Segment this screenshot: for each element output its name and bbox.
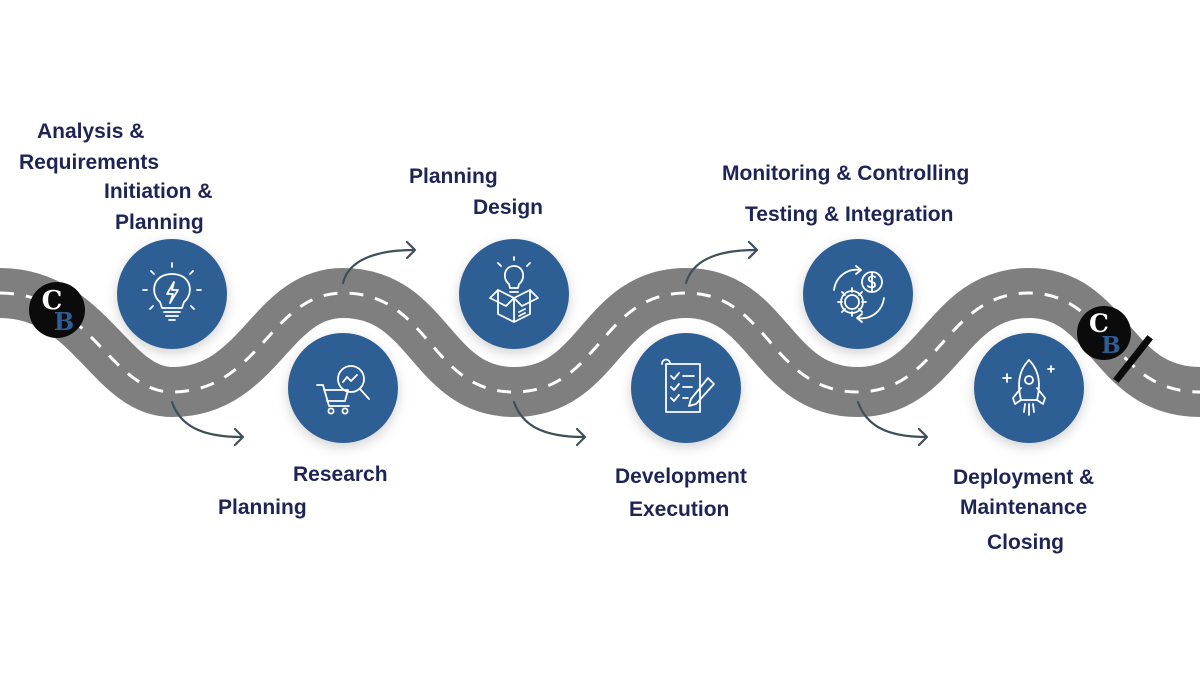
arrow-head-1	[233, 427, 245, 447]
stage-1-label-line-1: Analysis &	[37, 120, 145, 143]
lightbulb-bolt-icon	[142, 262, 202, 321]
stage-6-label-line-3: Closing	[987, 531, 1064, 554]
arrow-head-3	[575, 427, 587, 447]
logo-letter-b: B	[54, 307, 74, 336]
logo-letter-c: C	[42, 286, 63, 316]
stage-3-label-line-1: Planning	[409, 165, 498, 188]
stage-6-label-line-1: Deployment &	[953, 466, 1095, 489]
logo-mark-left: C B	[29, 282, 85, 338]
arrow-2	[341, 248, 416, 285]
stage-6-label-line-2: Maintenance	[960, 496, 1088, 519]
checklist-pen-icon	[661, 358, 715, 413]
stage-circle-5	[803, 239, 913, 349]
arrow-4	[684, 248, 758, 285]
stage-circle-6	[974, 333, 1084, 443]
road-center-line	[0, 291, 1200, 394]
progress-arrows	[170, 240, 929, 447]
stage-1-label-line-3: Initiation &	[104, 180, 213, 203]
stage-circle-3	[459, 239, 569, 349]
gear-dollar-icon	[833, 265, 885, 323]
stage-4-label-line-1: Development	[615, 465, 747, 488]
stage-circle-4	[631, 333, 741, 443]
stage-1-label-line-2: Requirements	[19, 151, 160, 174]
stage-5-label-line-2: Testing & Integration	[745, 203, 954, 226]
cart-search-icon	[316, 365, 370, 415]
logo-letter-b: B	[1101, 332, 1120, 359]
box-bulb-icon	[489, 256, 539, 323]
logo-letter-c: C	[1089, 309, 1109, 338]
arrow-head-5	[917, 427, 929, 447]
stage-1-label-line-4: Planning	[115, 211, 204, 234]
arrow-head-4	[747, 240, 759, 260]
stage-2-label-line-1: Research	[293, 463, 388, 486]
arrow-5	[856, 400, 928, 439]
stage-3-label-line-2: Design	[473, 196, 544, 219]
arrow-head-2	[405, 240, 417, 260]
stage-circle-2	[288, 333, 398, 443]
logo-mark-right: C B	[1077, 306, 1153, 383]
stage-circles	[117, 239, 1084, 443]
rocket-icon	[1002, 359, 1055, 416]
stage-4-label-line-2: Execution	[629, 498, 730, 521]
arrow-3	[512, 400, 586, 439]
arrow-1	[170, 400, 244, 439]
stage-2-label-line-2: Planning	[218, 496, 307, 519]
stage-5-label-line-1: Monitoring & Controlling	[722, 162, 970, 185]
